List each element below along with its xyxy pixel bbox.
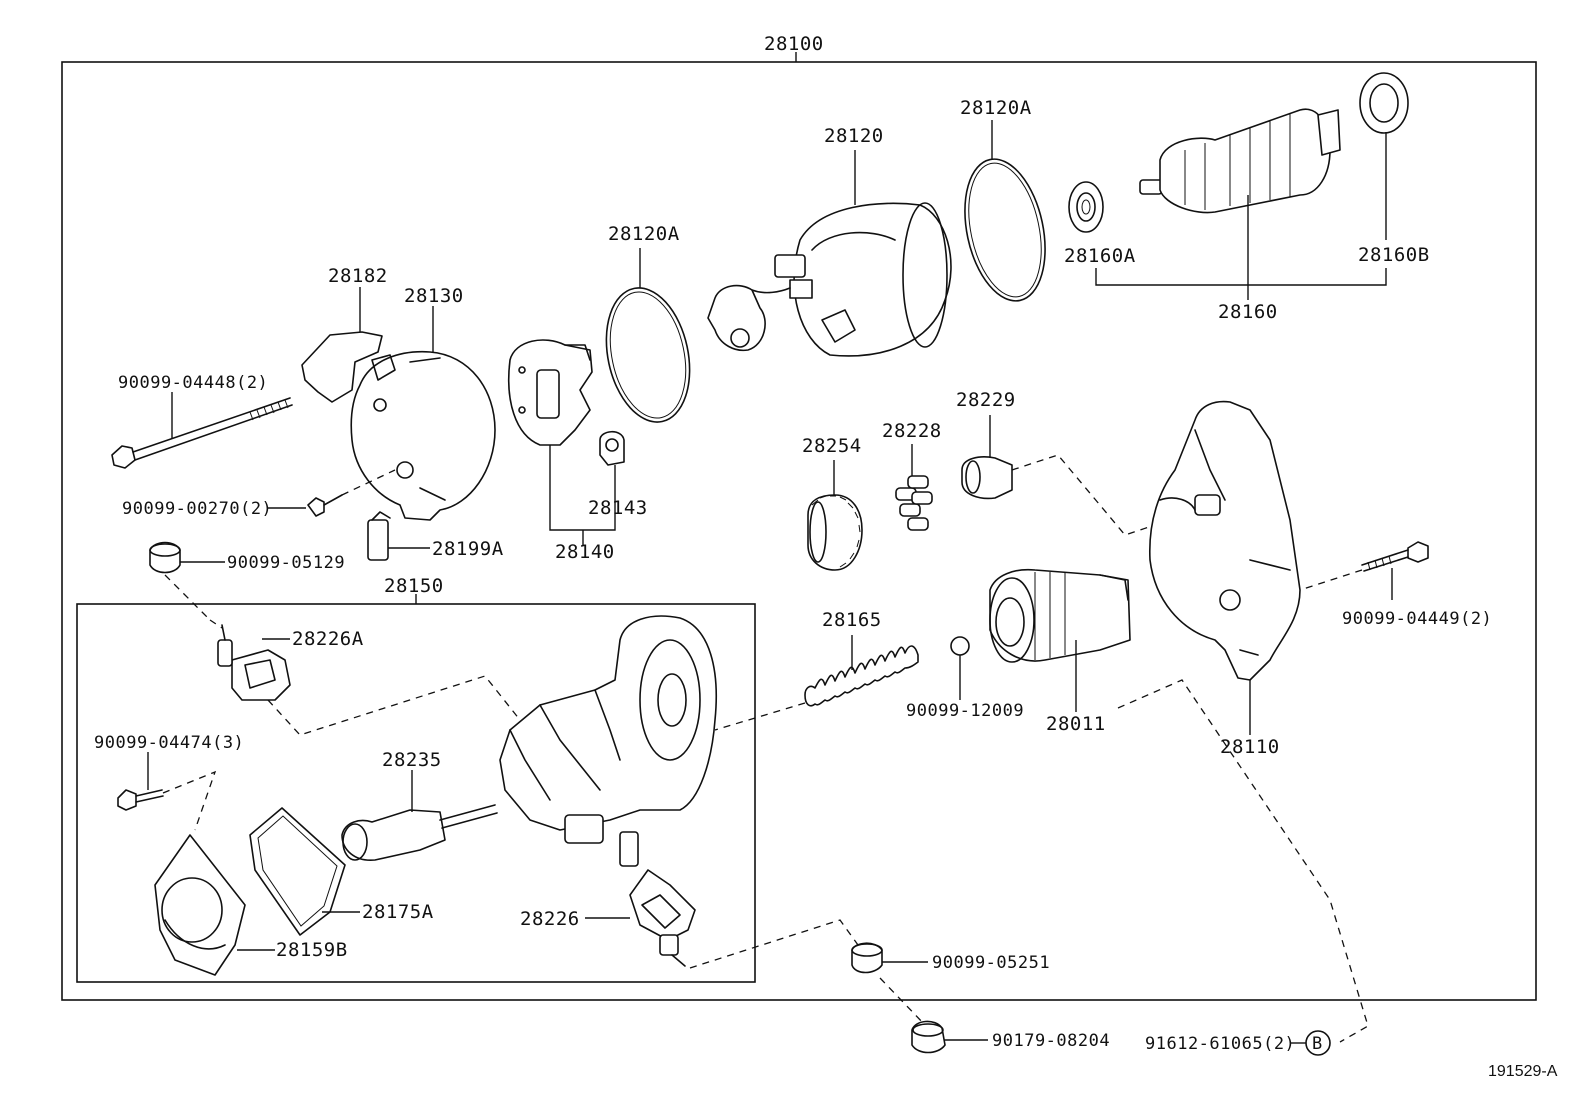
- assembly-frame: [61, 52, 1537, 1001]
- cover-screw-part: [117, 789, 164, 811]
- label-28160: 28160: [1218, 301, 1278, 323]
- label-90179-08204: 90179-08204: [992, 1031, 1110, 1051]
- nut-cap-upper-part: [851, 942, 883, 974]
- label-28226a: 28226A: [292, 628, 364, 650]
- return-spring-part: [804, 645, 919, 707]
- label-28160a: 28160A: [1064, 245, 1136, 267]
- starter-clutch-part: [989, 568, 1131, 663]
- label-28228: 28228: [882, 420, 942, 442]
- end-frame-part: [350, 350, 496, 521]
- brush-holder-part: [507, 339, 593, 446]
- o-ring-left: [605, 287, 691, 423]
- screw-part: [307, 494, 343, 517]
- reference-marker-letter: B: [1312, 1034, 1323, 1054]
- gasket-part: [249, 807, 346, 936]
- o-ring-right: [964, 158, 1046, 302]
- label-28120a-right: 28120A: [960, 97, 1032, 119]
- label-90099-12009: 90099-12009: [906, 701, 1024, 721]
- label-28175a: 28175A: [362, 901, 434, 923]
- label-28182: 28182: [328, 265, 388, 287]
- plate-part: [301, 331, 383, 403]
- mount-bolt-part: [1361, 541, 1429, 572]
- label-28130: 28130: [404, 285, 464, 307]
- label-28120: 28120: [824, 125, 884, 147]
- label-91612-61065: 91612-61065(2): [1145, 1034, 1295, 1054]
- label-28011: 28011: [1046, 713, 1106, 735]
- label-90099-04449: 90099-04449(2): [1342, 609, 1492, 629]
- retainer-part: [961, 456, 1013, 500]
- bearing-front: [1068, 181, 1104, 233]
- nut-part: [911, 1020, 946, 1054]
- label-28140: 28140: [555, 541, 615, 563]
- label-28226: 28226: [520, 908, 580, 930]
- drive-housing-part: [1149, 400, 1301, 681]
- label-90099-00270: 90099-00270(2): [122, 499, 272, 519]
- steel-ball-part: [950, 636, 970, 656]
- plunger-part: [341, 804, 498, 861]
- cap-part: [149, 541, 181, 574]
- solenoid-housing-part: [499, 615, 718, 867]
- subassembly-label: 28150: [384, 575, 444, 597]
- armature-part: [1139, 108, 1341, 214]
- label-28160b: 28160B: [1358, 244, 1430, 266]
- label-28235: 28235: [382, 749, 442, 771]
- label-90099-05129: 90099-05129: [227, 553, 345, 573]
- label-28229: 28229: [956, 389, 1016, 411]
- brush-part: [367, 511, 391, 561]
- brush-spring-part: [599, 430, 625, 466]
- label-90099-04474: 90099-04474(3): [94, 733, 244, 753]
- terminal-bolt-part: [217, 624, 291, 701]
- idler-gear-part: [807, 494, 863, 571]
- yoke-part: [707, 202, 952, 357]
- label-28199a: 28199A: [432, 538, 504, 560]
- label-28159b: 28159B: [276, 939, 348, 961]
- label-28254: 28254: [802, 435, 862, 457]
- label-28143: 28143: [588, 497, 648, 519]
- label-28165: 28165: [822, 609, 882, 631]
- reference-marker-circle: [1305, 1030, 1331, 1056]
- contact-cover-part: [154, 834, 246, 976]
- label-90099-04448: 90099-04448(2): [118, 373, 268, 393]
- label-90099-05251: 90099-05251: [932, 953, 1050, 973]
- roller-part: [895, 475, 933, 531]
- assembly-label: 28100: [764, 33, 824, 55]
- bearing-rear: [1359, 72, 1409, 134]
- terminal-bolt-lower-part: [629, 869, 696, 967]
- label-28120a-left: 28120A: [608, 223, 680, 245]
- through-bolt-part: [111, 397, 293, 469]
- subassembly-frame: [76, 594, 756, 983]
- diagram-reference-code: 191529-A: [1488, 1063, 1558, 1080]
- label-28110: 28110: [1220, 736, 1280, 758]
